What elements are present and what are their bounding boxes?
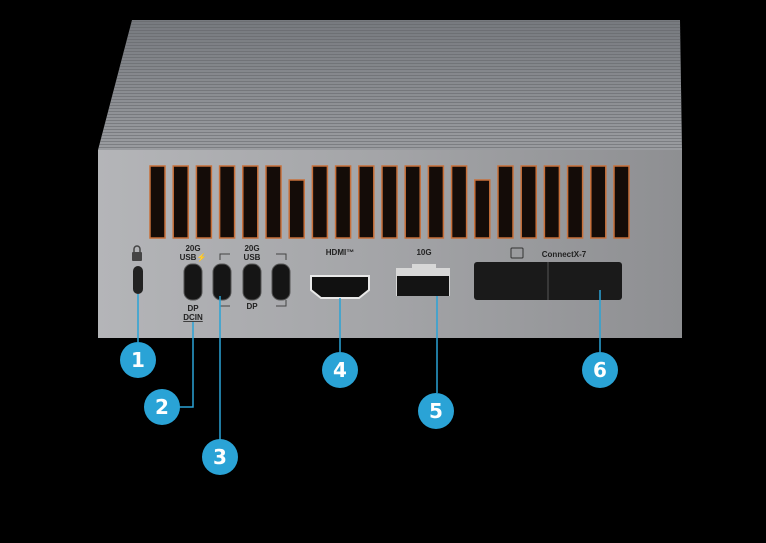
usb-c-port	[212, 263, 232, 301]
callout-ethernet-10g: 5	[418, 393, 454, 429]
vent-slot	[288, 179, 305, 239]
callout-number: 1	[131, 348, 145, 372]
usb-group-label: USB	[244, 253, 261, 262]
callout-number: 5	[429, 399, 443, 423]
callout-number: 2	[155, 395, 169, 419]
vent-slot	[474, 179, 491, 239]
vent-slot	[358, 165, 375, 239]
ethernet-label: 10G	[416, 248, 431, 257]
usb-c-port	[183, 263, 203, 301]
ethernet-port	[397, 276, 449, 296]
usb-left-speed-label: 20G	[185, 244, 200, 253]
vent-slot	[195, 165, 213, 239]
vent-slot	[450, 165, 468, 239]
connectx-label: ConnectX-7	[542, 250, 587, 259]
callout-connectx-7: 6	[582, 352, 618, 388]
usb-left-label: USB⚡	[180, 252, 207, 262]
hdmi-port	[310, 275, 370, 299]
vent-slot	[520, 165, 537, 239]
vent-slot	[311, 165, 329, 239]
vent-slot	[381, 165, 398, 239]
usb-c-port	[271, 263, 291, 301]
callout-usb-c-dcin: 2	[144, 389, 180, 425]
vent-slot	[566, 165, 584, 239]
vent-slot	[613, 165, 630, 239]
vent-slot	[404, 165, 421, 239]
callout-hdmi: 4	[322, 352, 358, 388]
callout-usb-c-dp: 3	[202, 439, 238, 475]
dp-left-label: DP	[187, 304, 199, 313]
device-top-face	[98, 20, 682, 150]
dcin-label: DCIN	[183, 313, 203, 322]
vent-slot	[334, 165, 352, 239]
vent-slot	[590, 165, 607, 239]
usb-c-port	[242, 263, 262, 301]
vent-grille	[149, 165, 630, 239]
lock-slot	[133, 266, 143, 294]
vent-slot	[172, 165, 189, 239]
vent-slot	[543, 165, 561, 239]
usb-group-speed-label: 20G	[244, 244, 259, 253]
hdmi-label: HDMI™	[326, 248, 354, 257]
vent-slot	[242, 165, 259, 239]
callout-number: 6	[593, 358, 607, 382]
vent-slot	[497, 165, 514, 239]
callout-number: 3	[213, 445, 227, 469]
callout-lock-slot: 1	[120, 342, 156, 378]
vent-slot	[149, 165, 166, 239]
vent-slot	[218, 165, 236, 239]
network-card-icon	[510, 247, 524, 259]
callout-number: 4	[333, 358, 347, 382]
callout-lines	[137, 290, 601, 440]
vent-slot	[427, 165, 445, 239]
dp-group-label: DP	[246, 302, 258, 311]
kensington-lock-icon	[132, 245, 142, 261]
vent-slot	[265, 165, 282, 239]
